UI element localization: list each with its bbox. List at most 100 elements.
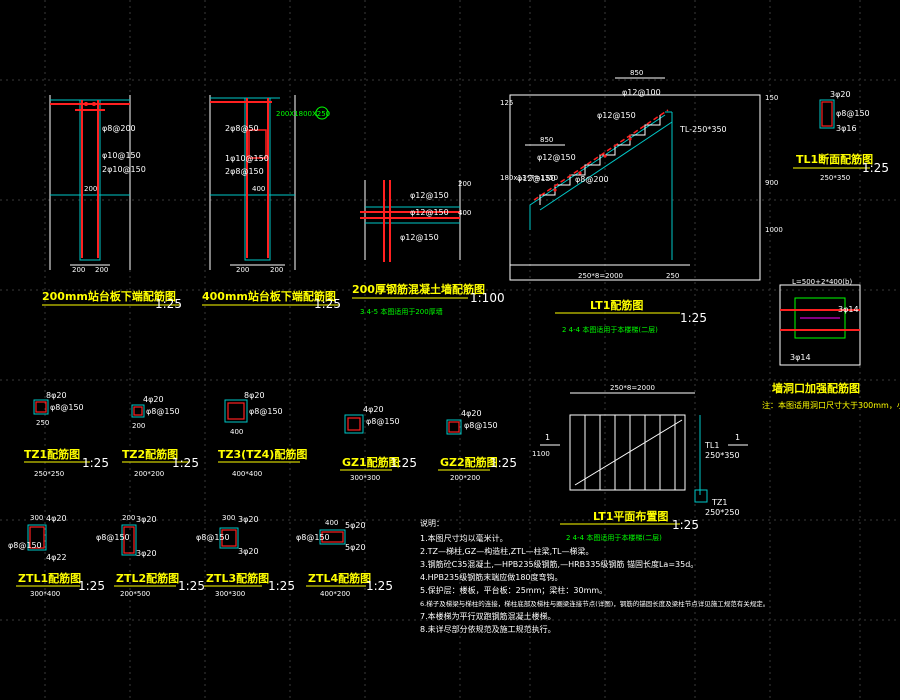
- ztl4-size: 400*200: [320, 590, 350, 598]
- ztl3-scale: 1:25: [268, 579, 295, 593]
- lt1plan-dim-2: 1100: [532, 450, 550, 458]
- ztl1-label-2: 4φ20: [46, 514, 67, 523]
- tz2-label-3: 200: [132, 422, 145, 430]
- ztl1-label-4: 4φ22: [46, 553, 67, 562]
- ztl1-title: ZTL1配筋图: [18, 571, 81, 585]
- lt1-dim-8: 125: [500, 99, 513, 107]
- lt1plan-label-5: 1: [545, 433, 550, 442]
- gz1-label-2: φ8@150: [366, 417, 400, 426]
- col200-dim-1: 200: [72, 266, 85, 274]
- ztl2-label-2: 3φ20: [136, 515, 157, 524]
- opening-label-2: 3φ14: [838, 305, 859, 314]
- lt1-label-2: φ12@150: [597, 111, 636, 120]
- ztl1-label-1: 300: [30, 514, 43, 522]
- tz3-label-3: 400: [230, 428, 243, 436]
- slab200-dim-2: 400: [458, 209, 471, 217]
- detail-lt1plan[interactable]: 250*8=2000 1100 TL1 250*350 TZ1 250*250 …: [532, 384, 748, 542]
- col200-label-3: 2φ10@150: [102, 165, 146, 174]
- gz2-scale: 1:25: [490, 456, 517, 470]
- lt1-label-5: φ8@200: [575, 175, 609, 184]
- tz1-label-3: 250: [36, 419, 49, 427]
- opening-label-1: L=500+2*400(b): [792, 278, 852, 286]
- lt1-dim-2: 850: [540, 136, 553, 144]
- col400-dim-2: 200: [270, 266, 283, 274]
- ztl2-label-1: 200: [122, 514, 135, 522]
- col400-dim-1: 200: [236, 266, 249, 274]
- tz3-title: TZ3(TZ4)配筋图: [218, 447, 307, 461]
- slab200-note: 3 4-5 本图适用于200厚墙: [360, 307, 443, 316]
- ztl1-size: 300*400: [30, 590, 60, 598]
- gz1-label-1: 4φ20: [363, 405, 384, 414]
- col200-label-1: φ8@200: [102, 124, 136, 133]
- notes-line-4: 4.HPB235级钢筋末端应做180度弯钩。: [420, 572, 563, 582]
- tz2-label-2: φ8@150: [146, 407, 180, 416]
- notes-block: 说明： 1.本图尺寸均以毫米计。 2.TZ—梯柱,GZ—构造柱,ZTL—柱梁,T…: [420, 518, 769, 634]
- lt1-dim-6: 1000: [765, 226, 783, 234]
- slab200-label-1: φ12@150: [410, 191, 449, 200]
- tl1-size: 250*350: [820, 174, 850, 182]
- detail-tz2[interactable]: 4φ20 φ8@150 200 TZ2配筋图 1:25 200*200: [122, 395, 199, 478]
- detail-ztl3[interactable]: 300 3φ20 φ8@150 3φ20 ZTL3配筋图 1:25 300*30…: [196, 514, 295, 598]
- detail-col200[interactable]: 200 200 200 φ8@200 φ10@150 2φ10@150 200m…: [42, 95, 182, 311]
- col200-dim-3: 200: [84, 185, 97, 193]
- col400-label-1: 2φ8@50: [225, 124, 259, 133]
- gz2-label-2: φ8@150: [464, 421, 498, 430]
- slab200-title: 200厚钢筋混凝土墙配筋图: [352, 282, 485, 296]
- detail-ztl2[interactable]: 200 3φ20 φ8@150 3φ20 ZTL2配筋图 1:25 200*50…: [96, 514, 205, 598]
- lt1plan-dim-1: 250*8=2000: [610, 384, 655, 392]
- detail-gz2[interactable]: 4φ20 φ8@150 GZ2配筋图 1:25 200*200: [438, 409, 517, 482]
- detail-lt1[interactable]: 850 850 250*8=2000 250 900 1000 150 125 …: [500, 69, 783, 334]
- tz3-label-2: φ8@150: [249, 407, 283, 416]
- ztl3-label-2: 3φ20: [238, 515, 259, 524]
- detail-col400[interactable]: 200 200 400 2φ8@50 1φ10@150 2φ8@150 200X…: [202, 95, 341, 311]
- slab200-scale: 1:100: [470, 291, 505, 305]
- notes-line-7: 7.本楼梯为平行双跑钢筋混凝土楼梯。: [420, 611, 556, 621]
- gz1-scale: 1:25: [390, 456, 417, 470]
- col400-scale: 1:25: [314, 297, 341, 311]
- lt1-dim-4: 250: [666, 272, 679, 280]
- detail-tz3[interactable]: 8φ20 φ8@150 400 TZ3(TZ4)配筋图 400*400: [218, 391, 307, 478]
- detail-tl1[interactable]: 3φ20 φ8@150 3φ16 TL1断面配筋图 1:25 250*350: [793, 90, 889, 182]
- slab200-dim-1: 200: [458, 180, 471, 188]
- lt1-label-1: φ12@100: [622, 88, 661, 97]
- ztl2-scale: 1:25: [178, 579, 205, 593]
- tz1-label-1: 8φ20: [46, 391, 67, 400]
- tl1-label-3: 3φ16: [836, 124, 857, 133]
- ztl4-label-1: 400: [325, 519, 338, 527]
- lt1-dim-9: 180x13*7=1350: [500, 174, 558, 182]
- lt1plan-note: 2 4-4 本图适用于本楼梯(二层): [566, 533, 662, 542]
- tz1-scale: 1:25: [82, 456, 109, 470]
- notes-line-8: 8.未详尽部分依规范及施工规范执行。: [420, 624, 556, 634]
- ztl4-scale: 1:25: [366, 579, 393, 593]
- tz2-label-1: 4φ20: [143, 395, 164, 404]
- ztl3-title: ZTL3配筋图: [206, 571, 269, 585]
- col400-label-3: 2φ8@150: [225, 167, 264, 176]
- detail-gz1[interactable]: 4φ20 φ8@150 GZ1配筋图 1:25 300*300: [340, 405, 417, 482]
- lt1plan-label-1: TL1: [704, 441, 719, 450]
- detail-opening[interactable]: L=500+2*400(b) 3φ14 3φ14 墙洞口加强配筋图 注：本图适用…: [762, 278, 900, 410]
- notes-line-2: 2.TZ—梯柱,GZ—构造柱,ZTL—柱梁,TL—梯梁。: [420, 546, 593, 556]
- lt1-label-3: φ12@150: [537, 153, 576, 162]
- lt1-dim-7: 150: [765, 94, 778, 102]
- col200-scale: 1:25: [155, 297, 182, 311]
- col200-title: 200mm站台板下端配筋图: [42, 289, 176, 303]
- ztl2-label-3: φ8@150: [96, 533, 130, 542]
- lt1-label-6: TL-250*350: [679, 125, 727, 134]
- ztl3-label-3: φ8@150: [196, 533, 230, 542]
- notes-line-5: 5.保护层：楼板，平台板：25mm；梁柱：30mm。: [420, 585, 607, 595]
- ztl2-title: ZTL2配筋图: [116, 571, 179, 585]
- detail-slab200[interactable]: φ12@150 φ12@150 φ12@150 200 400 200厚钢筋混凝…: [352, 180, 505, 316]
- lt1-dim-3: 250*8=2000: [578, 272, 623, 280]
- ztl3-label-4: 3φ20: [238, 547, 259, 556]
- notes-line-6: 6.梯子及梯梁与梯柱的连接，梯柱底部及梯柱与圈梁连接节点(详图)，钢筋的锚固长度…: [420, 599, 769, 608]
- col400-label-2: 1φ10@150: [225, 154, 269, 163]
- tz3-label-1: 8φ20: [244, 391, 265, 400]
- detail-ztl4[interactable]: 400 5φ20 φ8@150 5φ20 ZTL4配筋图 1:25 400*20…: [296, 519, 393, 598]
- detail-tz1[interactable]: 8φ20 φ8@150 250 TZ1配筋图 1:25 250*250: [24, 391, 109, 478]
- ztl4-label-4: 5φ20: [345, 543, 366, 552]
- slab200-label-2: φ12@150: [410, 208, 449, 217]
- detail-ztl1[interactable]: 300 4φ20 φ8@150 4φ22 ZTL1配筋图 1:25 300*40…: [8, 514, 105, 598]
- notes-line-3: 3.钢筋砼C35混凝土,—HPB235级钢筋,—HRB335级钢筋 锚固长度La…: [420, 559, 698, 569]
